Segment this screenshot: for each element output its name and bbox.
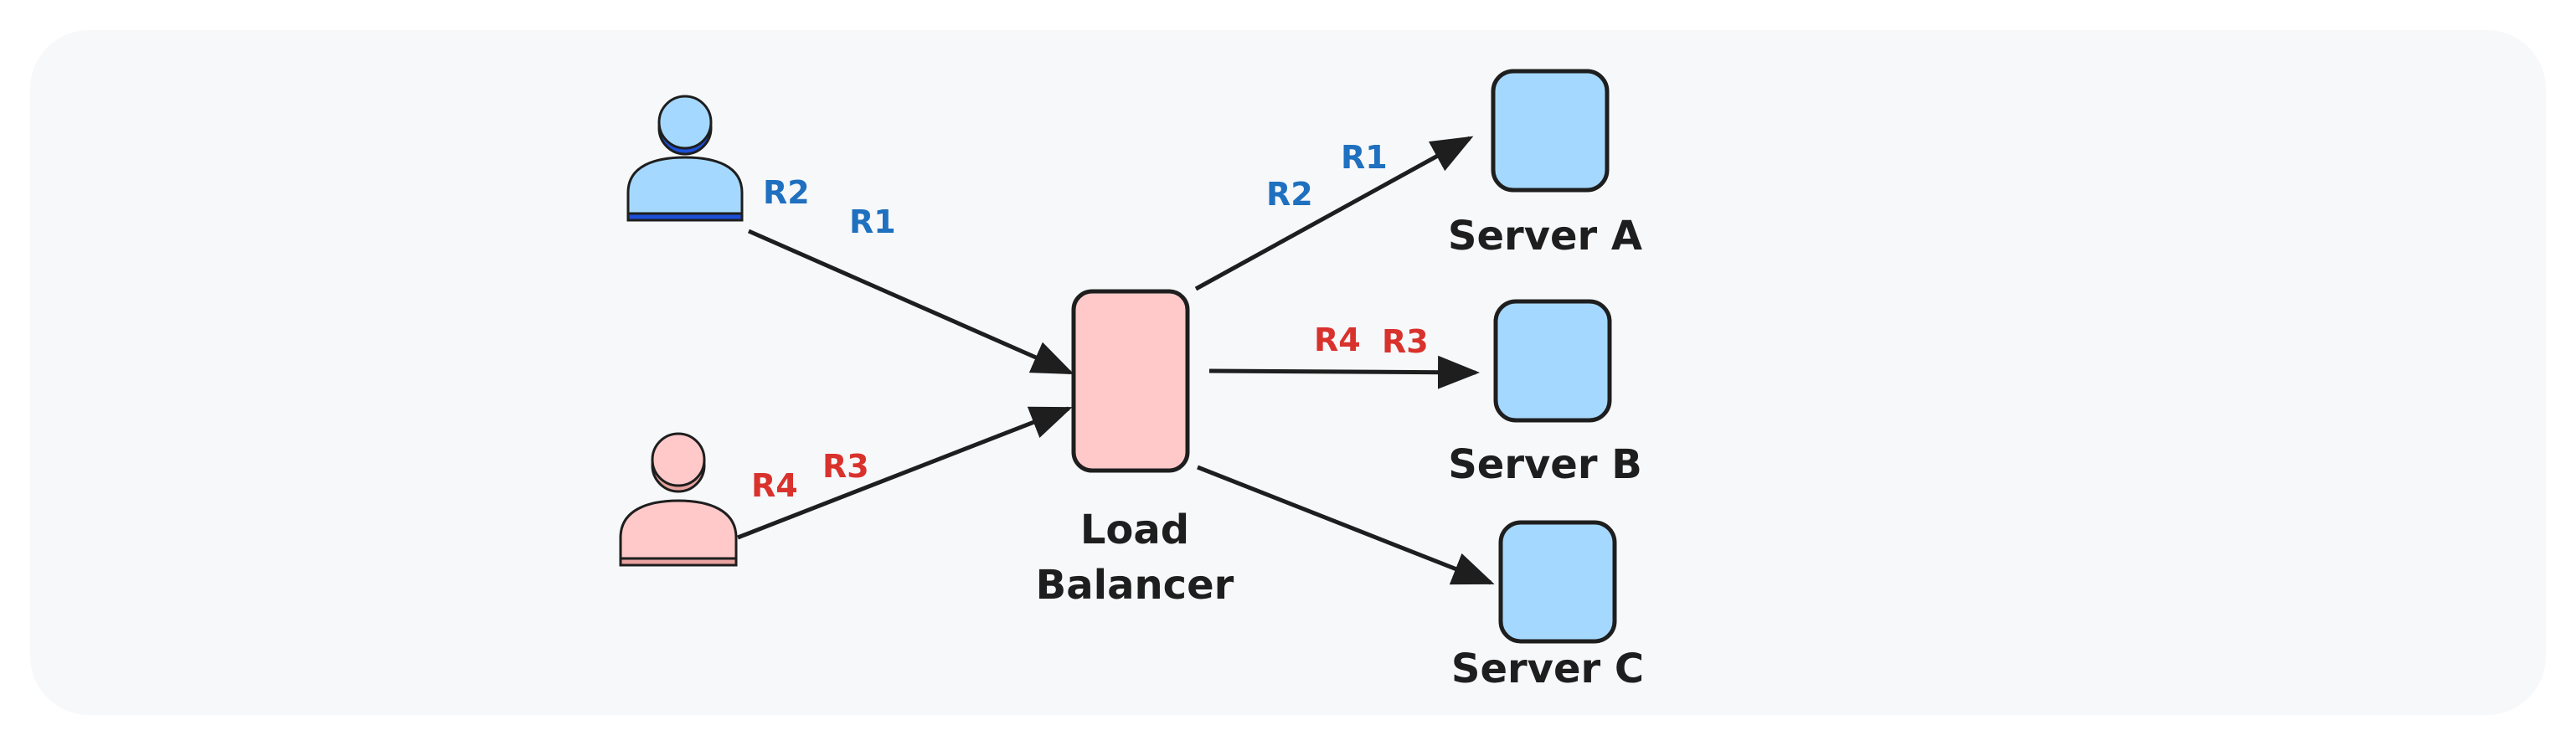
arrow-load-balancer-to-server-a: [1194, 136, 1474, 291]
load-balancer-label-line1: Load: [1080, 507, 1189, 553]
load-balancer-label-line2: Balancer: [1036, 562, 1234, 609]
red-user-request-r3: R3: [822, 448, 869, 485]
arrow-blue-user-to-load-balancer: [747, 229, 1074, 375]
server-b-request-r4: R4: [1314, 322, 1361, 358]
server-c-box: [1498, 520, 1617, 644]
server-b-label: Server B: [1448, 441, 1642, 488]
blue-user-request-r2: R2: [763, 174, 810, 211]
server-a-label: Server A: [1448, 213, 1642, 260]
server-a-request-r1: R1: [1341, 139, 1388, 176]
server-b-box: [1493, 299, 1612, 423]
red-user-request-r4: R4: [751, 467, 798, 504]
arrow-red-user-to-load-balancer: [737, 406, 1073, 540]
load-balancer-box: [1071, 289, 1190, 473]
server-c-label: Server C: [1451, 646, 1644, 692]
server-a-request-r2: R2: [1266, 176, 1313, 213]
user-blue-icon: [626, 95, 744, 222]
server-a-box: [1491, 69, 1610, 193]
arrow-load-balancer-to-server-c: [1197, 465, 1495, 585]
user-red-icon: [619, 432, 738, 567]
server-b-request-r3: R3: [1382, 323, 1429, 360]
blue-user-request-r1: R1: [849, 203, 896, 240]
arrow-load-balancer-to-server-b: [1208, 355, 1480, 389]
